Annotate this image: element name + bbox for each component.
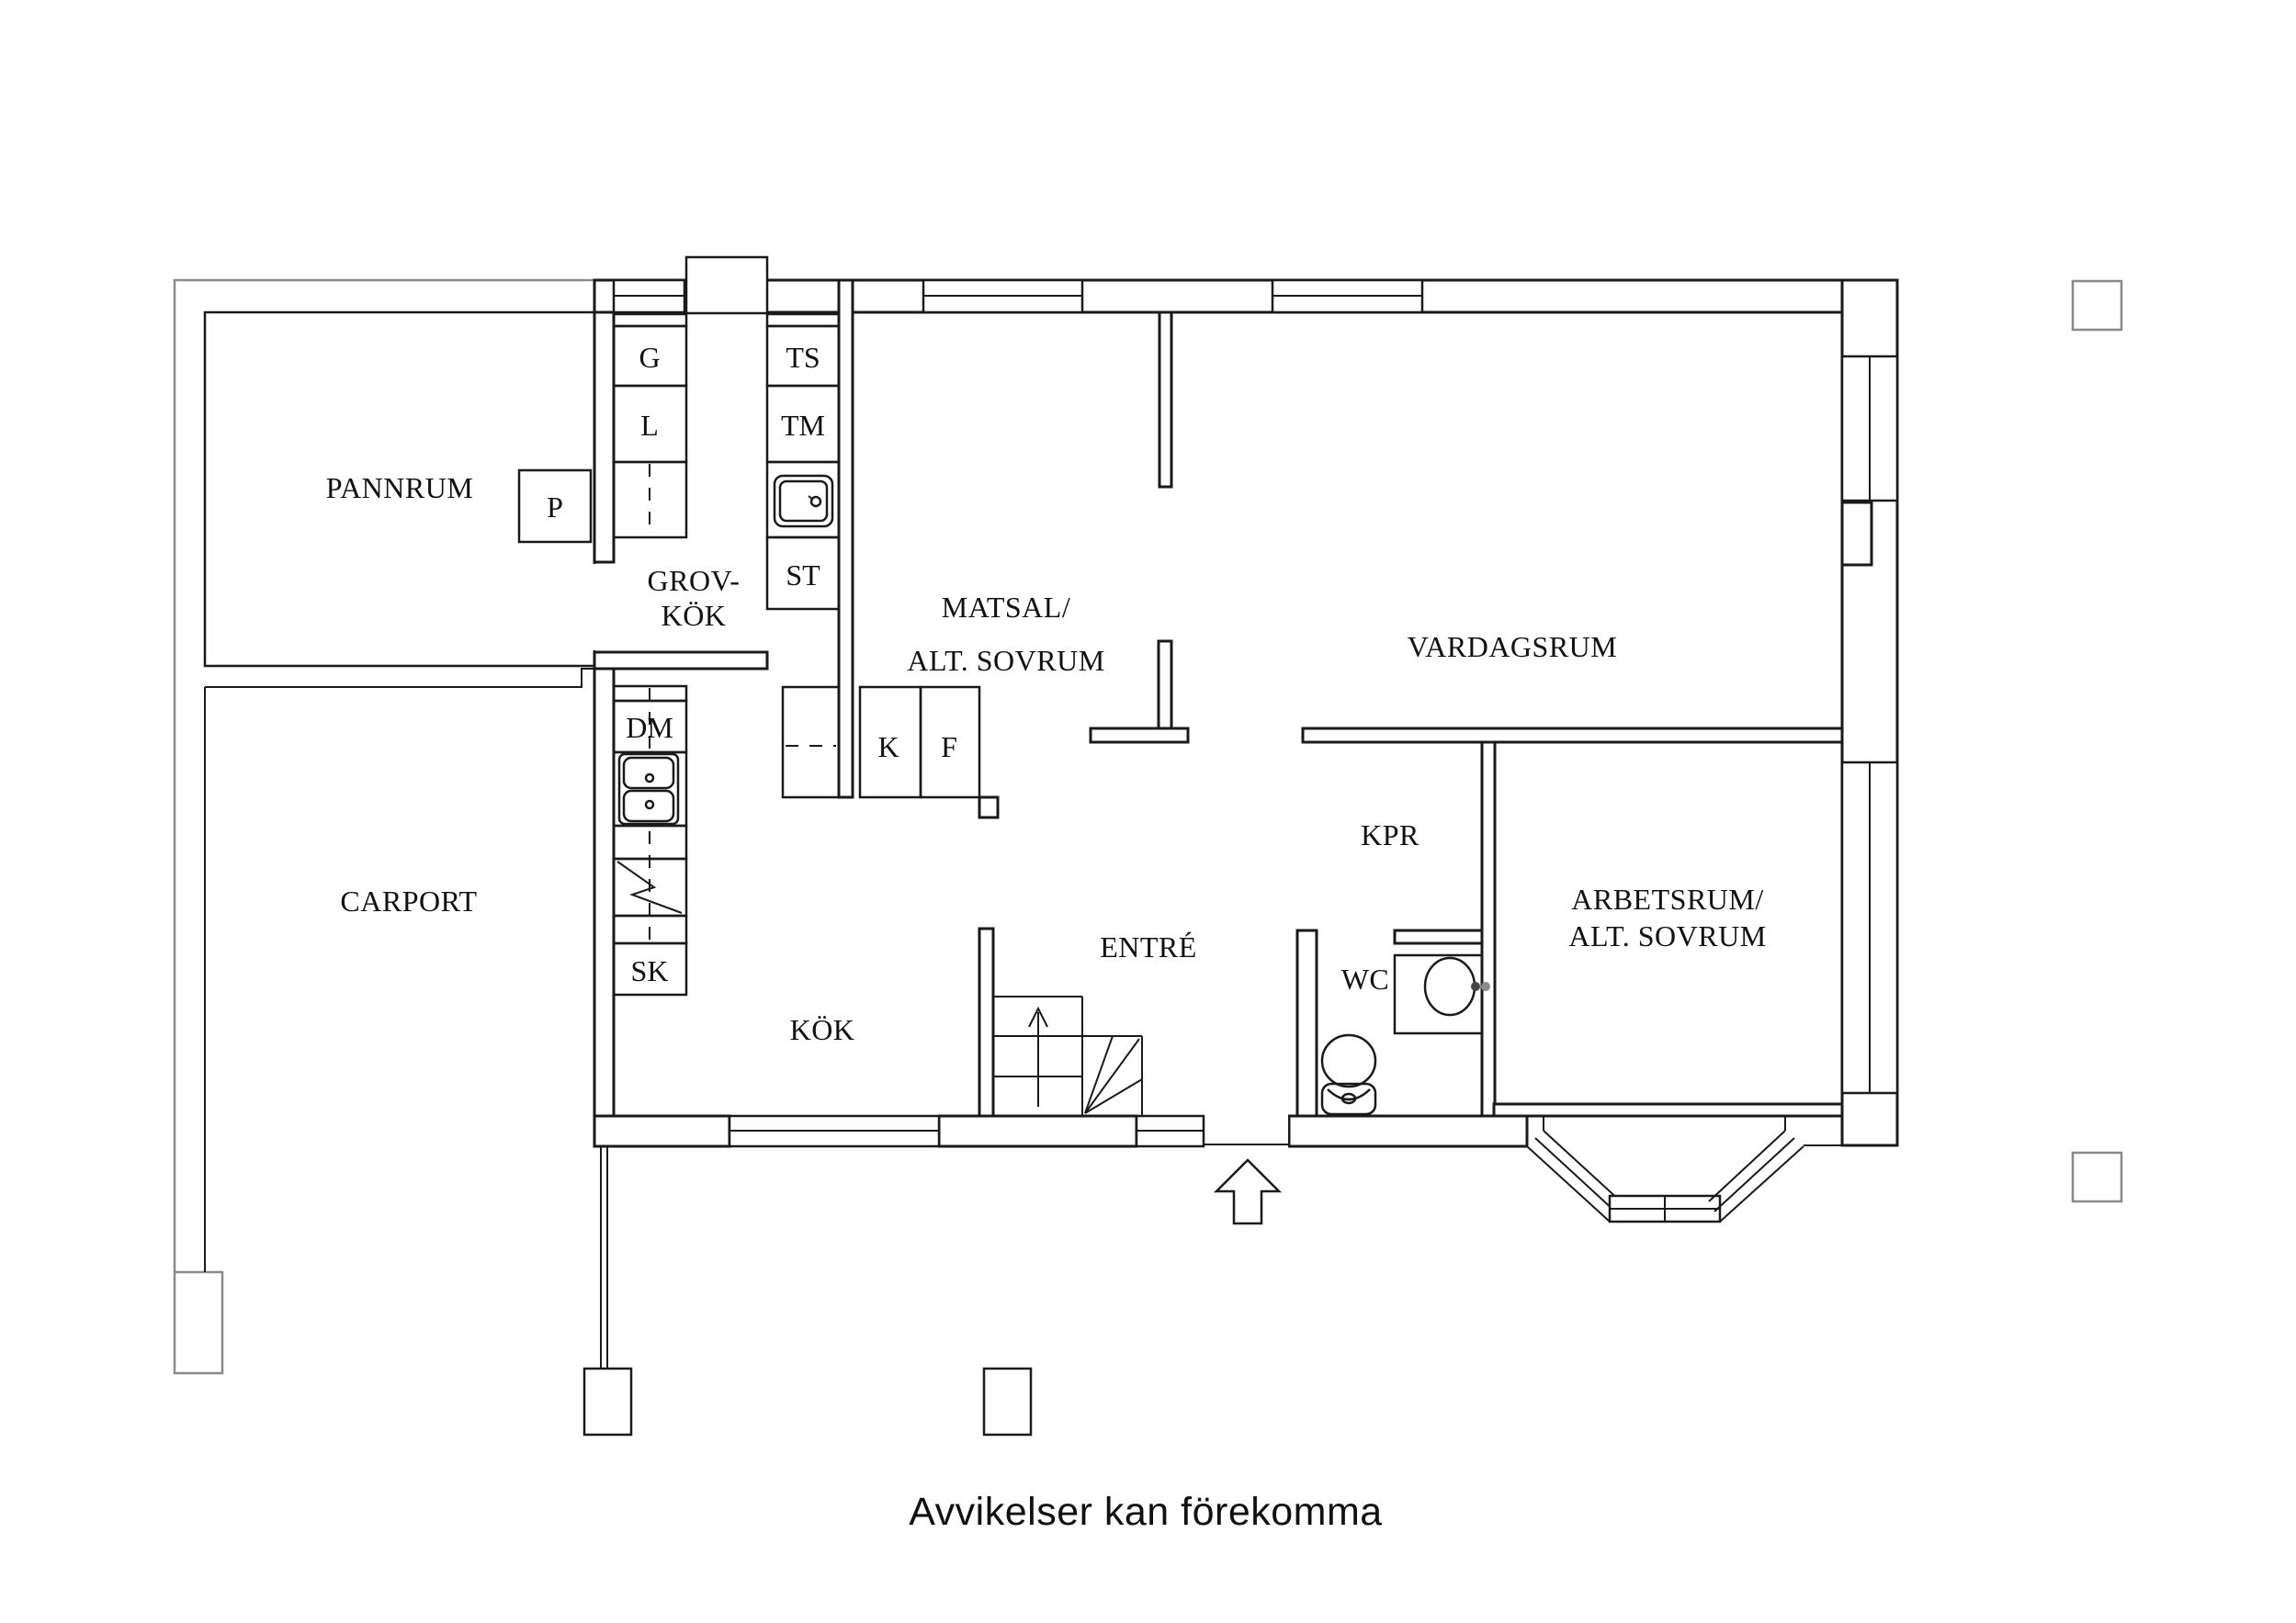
label-ts: TS (786, 341, 820, 374)
label-entre: ENTRÉ (1100, 930, 1197, 964)
label-pannrum: PANNRUM (326, 471, 474, 504)
wall-grovkok-south (593, 650, 769, 671)
wall-south-b (937, 1114, 1138, 1148)
label-k: K (877, 730, 899, 763)
wall-entre-west (978, 927, 995, 1118)
label-l: L (640, 409, 659, 442)
wall-matsal-west (837, 278, 854, 799)
label-vardagsrum: VARDAGSRUM (1408, 630, 1617, 663)
label-st: ST (786, 558, 820, 592)
wc-basin-icon (1393, 953, 1490, 1035)
label-wc: WC (1341, 963, 1390, 996)
label-kpr: KPR (1361, 818, 1419, 851)
label-grovkok-1: GROV- (648, 564, 741, 597)
label-p: P (547, 490, 563, 524)
wc-fixtures (1320, 953, 1490, 1116)
chimney-block (684, 255, 769, 315)
wall-arbetsrum-south (1492, 1102, 1844, 1118)
kok-counter-row (781, 685, 981, 799)
wall-wc-north (1393, 929, 1484, 945)
label-grovkok-2: KÖK (662, 599, 727, 632)
post-right (982, 1367, 1033, 1437)
wall-wc-west (1295, 929, 1318, 1118)
toilet-icon (1320, 1033, 1377, 1116)
door-gap-pannrum (590, 564, 617, 650)
cabinet-sk (612, 941, 688, 997)
label-f: F (941, 730, 957, 763)
label-matsal-1: MATSAL/ (942, 591, 1070, 624)
wall-south-a (593, 1114, 731, 1148)
wall-east-jog (1840, 501, 1873, 567)
label-sk: SK (631, 954, 669, 987)
wall-pannrum-grovkok (593, 310, 616, 564)
walls (593, 278, 1899, 1148)
boundary-foot (173, 1270, 224, 1375)
pillar-marker-bottom-right (2071, 1151, 2123, 1203)
label-g: G (639, 341, 660, 374)
label-carport: CARPORT (340, 885, 477, 918)
label-tm: TM (781, 409, 825, 442)
label-dm: DM (626, 711, 673, 744)
carport-outline (205, 668, 594, 688)
kok-sink-icon (617, 752, 680, 826)
wall-south-c (1287, 1114, 1529, 1148)
wall-counter-corner (978, 795, 1000, 819)
post-left (582, 1367, 633, 1437)
pillar-marker-top-right (2071, 279, 2123, 332)
windows (612, 278, 1899, 1148)
bay-window (1526, 1116, 1842, 1223)
counter-open (781, 685, 841, 799)
wall-west-kitchen (593, 667, 616, 1118)
label-kok: KÖK (790, 1013, 855, 1046)
boundary-line (173, 278, 594, 1272)
entrance-arrow-icon (1213, 1158, 1283, 1225)
label-matsal-2: ALT. SOVRUM (907, 644, 1104, 677)
stairs-up-arrow-icon (1028, 1006, 1048, 1107)
wall-stub-matsal-vardagsrum (1158, 310, 1173, 489)
wall-stem-entre (1157, 639, 1173, 730)
door-gap-entrance (1205, 1114, 1288, 1148)
cabinet-st (765, 535, 841, 611)
boiler-box (517, 468, 593, 544)
wardrobe-open (612, 460, 688, 539)
site-boundary (173, 278, 594, 1375)
carport-posts (582, 1146, 1033, 1437)
grovkok-sink-icon (773, 474, 834, 528)
freezer-box (919, 685, 981, 799)
wall-kpr-arbetsrum (1480, 740, 1497, 1118)
label-arbetsrum-2: ALT. SOVRUM (1568, 919, 1766, 952)
label-arbetsrum-1: ARBETSRUM/ (1571, 883, 1763, 916)
disclaimer-note: Avvikelser kan förekomma (909, 1490, 1382, 1534)
wall-bar-entre (1089, 727, 1190, 744)
wall-north (593, 278, 1899, 314)
staircase (993, 996, 1143, 1116)
kok-cabinets-west (612, 684, 688, 997)
wall-kpr-north (1301, 727, 1844, 744)
stove-icon (616, 861, 683, 914)
grovkok-cabinets (612, 312, 841, 611)
